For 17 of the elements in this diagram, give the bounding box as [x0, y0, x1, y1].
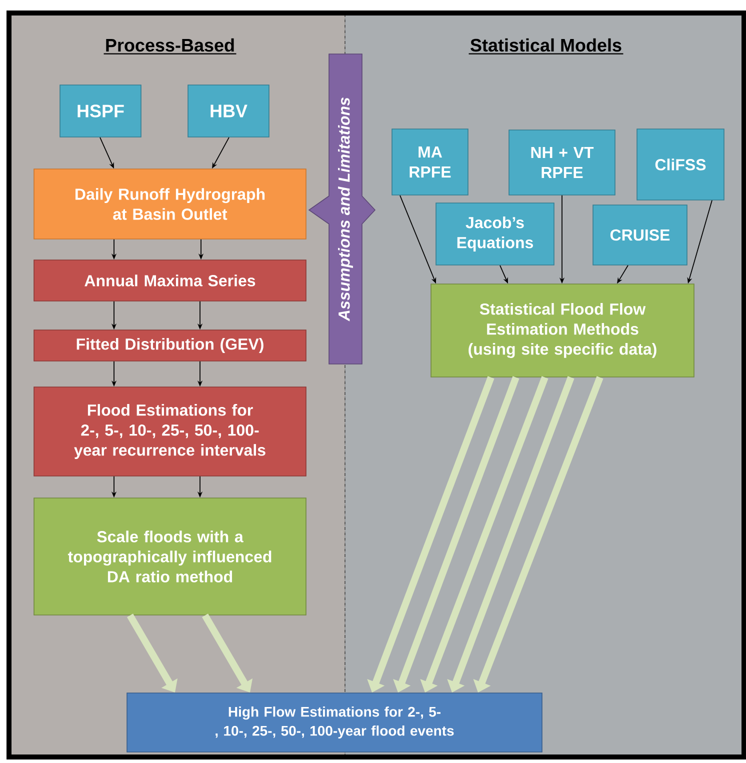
process-box: Annual Maxima Series [34, 260, 306, 302]
process-box: Scale floods with a topographically influenced DA ratio method [34, 498, 306, 616]
process-box: Daily Runoff Hydrograph at Basin Outlet [34, 168, 306, 240]
result-box: High Flow Estimations for 2-, 5-, 10-, 25-, 50-, 100-year flood events [126, 692, 542, 752]
panel-heading: Process-Based [104, 38, 236, 54]
panel-heading: Statistical Models [468, 38, 624, 54]
model-box: CRUISE [592, 204, 688, 266]
model-box: CliFSS [636, 128, 724, 200]
model-box: HSPF [60, 84, 142, 138]
model-box: Jacob’s Equations [436, 202, 554, 266]
process-box: Statistical Flood Flow Estimation Methods (using site specific data) [430, 284, 694, 378]
model-box: HBV [188, 84, 270, 138]
band: Assumptions and Limitations [308, 54, 376, 364]
process-box: Fitted Distribution (GEV) [34, 330, 306, 362]
model-box: NH + VT RPFE [508, 130, 616, 196]
process-box: Flood Estimations for 2-, 5-, 10-, 25-, 50-, 100-year recurrence intervals [34, 386, 306, 476]
model-box: MA RPFE [392, 128, 468, 196]
